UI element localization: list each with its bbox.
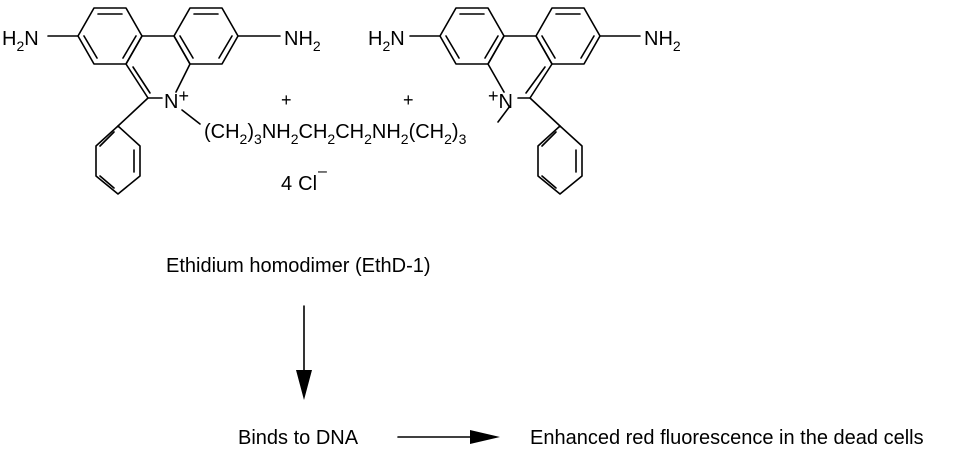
right-amine-label-right: NH2	[644, 28, 681, 54]
left-unit-ring-b-double-bonds	[179, 13, 233, 59]
left-unit-phenyl-double-bonds	[99, 131, 135, 189]
left-n-plus-label: N+	[164, 86, 189, 113]
right-ethidium-unit	[409, 7, 641, 195]
compound-name: Ethidium homodimer (EthD-1)	[166, 255, 431, 277]
down-arrow-head	[296, 370, 312, 400]
right-unit-c-n-double-bond	[525, 66, 546, 94]
left-amine-label-right: NH2	[284, 28, 321, 54]
right-amine-label-left: H2N	[368, 28, 405, 54]
fluorescence-result-label: Enhanced red fluorescence in the dead ce…	[530, 427, 924, 448]
left-unit-ring-a-double-bonds	[83, 13, 137, 59]
left-unit-ring-a	[77, 7, 143, 65]
right-unit-ring-b-double-bonds	[541, 13, 595, 59]
right-arrow-head	[470, 430, 500, 444]
counter-ion-minus: –	[318, 163, 327, 180]
left-unit-c-n-double-bond	[132, 66, 151, 94]
left-unit-ring-b	[173, 7, 239, 65]
left-ethidium-unit	[47, 7, 281, 195]
right-unit-ring-b	[535, 7, 601, 65]
linker-nh-plus-left: +	[281, 90, 292, 110]
right-n-plus-label: +N	[488, 86, 513, 113]
left-unit-ring-c	[125, 35, 191, 99]
left-unit-phenyl-ring	[95, 125, 141, 195]
right-unit-phenyl-double-bonds	[541, 131, 577, 189]
right-unit-ring-a	[439, 7, 505, 65]
left-amine-label-left: H2N	[2, 28, 39, 54]
left-unit-phenyl-bond	[117, 97, 149, 127]
right-unit-ring-a-double-bonds	[445, 13, 499, 59]
right-unit-phenyl-ring	[537, 125, 583, 195]
binds-to-dna-label: Binds to DNA	[238, 427, 359, 448]
linker-nh-plus-right: +	[403, 90, 414, 110]
linker-chain-label: (CH2)3NH2CH2CH2NH2(CH2)3	[204, 121, 467, 147]
right-unit-ring-c	[487, 35, 553, 99]
right-unit-phenyl-bond	[529, 97, 561, 127]
left-linker-bond	[181, 109, 201, 125]
right-linker-bond	[497, 105, 511, 123]
